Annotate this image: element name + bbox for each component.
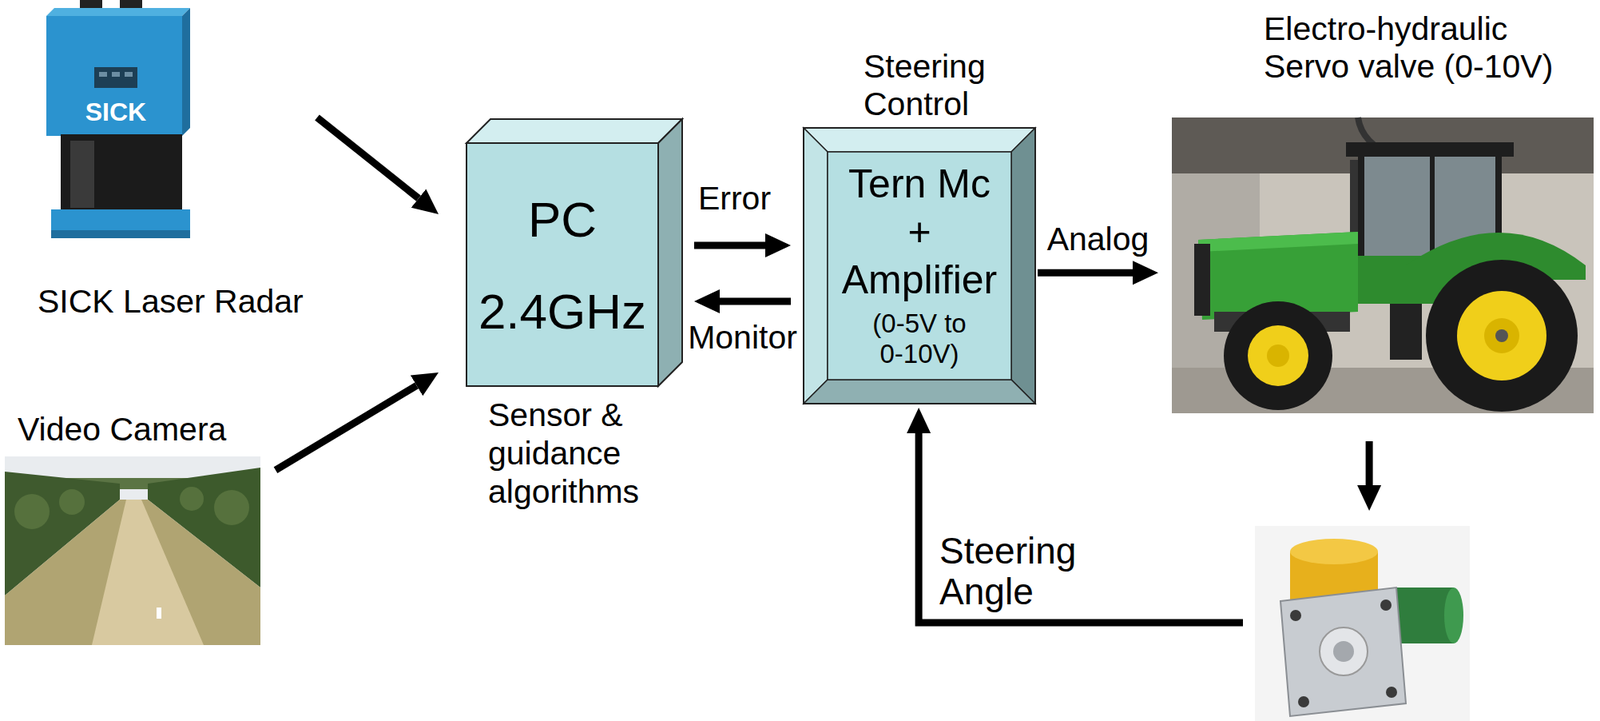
- bevel-frame: [803, 127, 1036, 404]
- display-dot: [111, 71, 120, 77]
- mount-hole: [1298, 695, 1310, 707]
- front-hub: [1266, 344, 1290, 367]
- box-text: Tern Mc + Amplifier: [833, 159, 1006, 304]
- tree-crown: [59, 488, 85, 515]
- shaft: [1333, 640, 1354, 662]
- tractor-photo: [1171, 117, 1594, 413]
- scanner-base-shadow: [51, 230, 191, 239]
- hood-top: [1198, 231, 1358, 252]
- signal-name: Analog: [1045, 220, 1152, 259]
- box-text: 2.4GHz: [478, 282, 647, 340]
- path: [91, 499, 204, 645]
- scan-window-highlight: [70, 140, 95, 208]
- signal-name: Error: [696, 179, 773, 218]
- laser-scanner-picture: [46, 0, 191, 239]
- signal-arrow: [1037, 269, 1133, 277]
- front-rim: [1247, 325, 1309, 386]
- laser-scanner: SICK Laser Radar: [31, 0, 316, 340]
- exhaust-pipe: [1349, 159, 1358, 240]
- front-tire: [1223, 301, 1333, 410]
- bevel-face: [827, 151, 1012, 380]
- sky: [4, 456, 261, 645]
- box-text: (0-5V to 0-10V): [859, 308, 980, 370]
- encoder-photo: [1254, 525, 1470, 721]
- cab-roof: [1345, 142, 1514, 157]
- mount-hole: [1290, 609, 1302, 621]
- rear-rim: [1457, 290, 1547, 381]
- tree-crown: [179, 486, 204, 511]
- grass-ground: [4, 499, 261, 645]
- rear-tire: [1425, 259, 1578, 412]
- tree-crown: [14, 493, 50, 529]
- angle-encoder: [1254, 525, 1470, 721]
- grille: [1194, 243, 1211, 316]
- rear-axle: [1495, 329, 1509, 342]
- marker-post: [156, 607, 162, 619]
- photo-ground: [1254, 525, 1470, 721]
- box-text: Steering Control: [863, 47, 996, 124]
- video-camera: Video Camera: [4, 407, 269, 645]
- signal-arrow: [1365, 440, 1374, 485]
- display-dot: [99, 71, 108, 77]
- signal-name: Monitor: [686, 318, 799, 357]
- caption: Video Camera: [17, 410, 227, 449]
- bevel-top: [803, 127, 1036, 152]
- brand-mark: SICK: [85, 97, 147, 128]
- mount-hole: [1380, 599, 1392, 611]
- housing-side: [182, 7, 191, 136]
- signal-arrow: [317, 117, 419, 199]
- steering-control-box: Steering ControlTern Mc + Amplifier(0-5V…: [803, 127, 1036, 404]
- bevel-left: [803, 127, 828, 404]
- cube-side-face: [658, 119, 683, 386]
- bevel-bottom: [803, 379, 1036, 404]
- signal-arrow: [719, 297, 791, 306]
- display-window: [94, 67, 138, 88]
- shaft-collar: [1319, 627, 1368, 675]
- caption: Electro-hydraulic Servo valve (0-10V): [1263, 10, 1568, 86]
- cab-post: [1429, 156, 1435, 261]
- box-text: Sensor & guidance algorithms: [488, 396, 648, 512]
- mount-hole: [1385, 686, 1398, 698]
- wall: [1171, 117, 1594, 413]
- orchard-photo: [4, 456, 261, 645]
- signal-arrow: [275, 385, 417, 470]
- tree-crown: [214, 489, 250, 525]
- caption: SICK Laser Radar: [37, 282, 304, 321]
- housing-front: [46, 15, 183, 136]
- scan-window: [60, 134, 183, 215]
- yellow-housing-top: [1290, 538, 1378, 564]
- housing-top: [46, 7, 191, 16]
- green-housing-end: [1444, 587, 1464, 644]
- cube-top-face: [466, 119, 683, 143]
- scanner-base: [51, 209, 191, 239]
- signal-name: Steering Angle: [937, 530, 1101, 612]
- signal-arrow: [694, 241, 766, 249]
- tractor: Electro-hydraulic Servo valve (0-10V): [1171, 117, 1594, 413]
- cube-front-face: [466, 142, 659, 386]
- box-text: PC: [528, 190, 597, 248]
- steps: [1389, 303, 1422, 360]
- rear-hub: [1484, 317, 1520, 354]
- cube-outline: [466, 142, 659, 386]
- signal-arrow: [918, 432, 1243, 623]
- bevel-right: [1011, 127, 1036, 404]
- flange: [1280, 587, 1406, 716]
- cab-post: [1357, 156, 1365, 261]
- display-dot: [124, 71, 133, 77]
- pc-box: PC2.4GHzSensor & guidance algorithms: [466, 142, 659, 386]
